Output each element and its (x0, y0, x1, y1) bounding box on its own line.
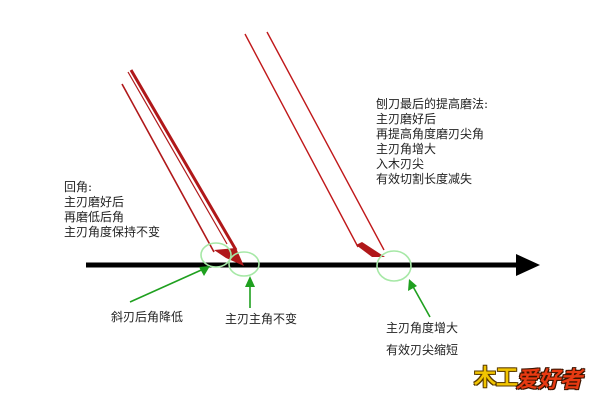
label-bevel-angle-lowered: 斜刃后角降低 (111, 310, 184, 324)
pointer-arrow-main (245, 276, 255, 308)
label-main-angle-increased: 主刃角度增大 (386, 321, 459, 335)
right-blade (244, 31, 385, 257)
highlight-circle-right (376, 250, 412, 282)
left-note-line: 再磨低后角 (64, 210, 125, 224)
left-blade-bevel (214, 248, 244, 266)
right-note: 刨刀最后的提高磨法: 主刃磨好后 再提高角度磨刃尖角 主刃角增大 入木刃尖 有效… (376, 97, 488, 187)
highlight-circle-left-a (200, 242, 232, 268)
left-note-line: 主刃角度保持不变 (64, 225, 161, 239)
right-note-line: 入木刃尖 (376, 157, 425, 171)
left-note-line: 主刃磨好后 (64, 195, 125, 209)
right-blade-outer-edge (244, 33, 359, 248)
left-blade-back-edge (127, 71, 228, 245)
right-blade-inner-edge (266, 31, 385, 251)
right-note-line: 再提高角度磨刃尖角 (376, 127, 485, 141)
right-note-line: 主刃角增大 (376, 142, 437, 156)
right-note-line: 刨刀最后的提高磨法: (376, 97, 489, 111)
left-note-line: 回角: (64, 180, 93, 194)
logo-mark: 木工 (474, 366, 519, 391)
left-blade-outer-edge (121, 83, 215, 253)
pointer-arrow-bevel (129, 266, 210, 303)
pointer-arrow-right (408, 279, 431, 318)
site-logo: 木工 爱好者 (474, 358, 592, 394)
logo-text: 爱好者 (516, 368, 583, 393)
highlight-circle-left-b (228, 251, 260, 277)
left-blade-inner-edge (129, 69, 238, 251)
label-main-angle-unchanged: 主刃主角不变 (225, 312, 298, 326)
left-blade (121, 69, 244, 266)
right-note-line: 主刃磨好后 (376, 112, 437, 126)
left-note: 回角: 主刃磨好后 再磨低后角 主刃角度保持不变 (64, 180, 160, 240)
right-note-line: 有效切割长度减失 (376, 172, 473, 186)
baseline-arrowhead (516, 254, 540, 276)
label-effective-tip-shortened: 有效刃尖缩短 (386, 343, 459, 357)
right-blade-tip (356, 242, 385, 257)
